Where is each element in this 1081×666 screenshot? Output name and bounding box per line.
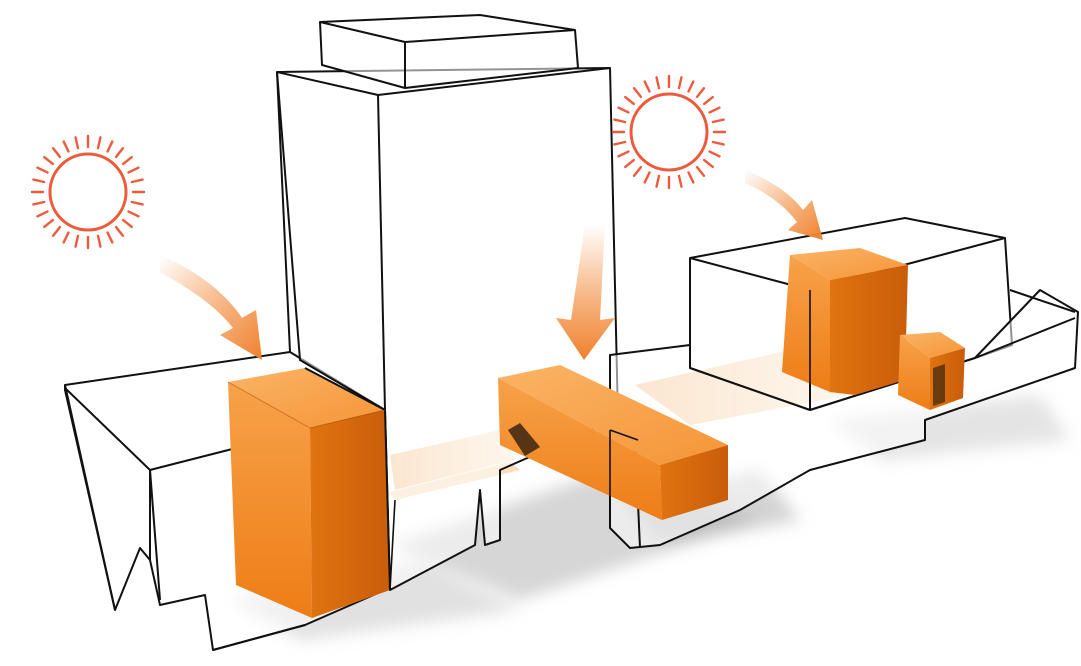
sun-ray (634, 88, 641, 97)
sun-ray (619, 152, 629, 157)
sun-ray (129, 212, 139, 217)
sun-ray (657, 176, 659, 187)
sun-ray (98, 236, 100, 247)
sun-ray (76, 137, 78, 148)
sun-ray (625, 97, 634, 104)
sun-ray (98, 137, 100, 148)
daylight-arrow (160, 255, 262, 360)
sun-ray (679, 77, 681, 88)
sun-ray (710, 152, 720, 157)
sun-disc (631, 94, 707, 170)
sun-ray (64, 142, 69, 152)
sun-ray (116, 148, 123, 157)
orange-volume-left (228, 368, 390, 618)
sun-ray (116, 227, 123, 236)
sun-ray (697, 88, 704, 97)
sun-ray (53, 148, 60, 157)
sun-ray (129, 168, 139, 173)
sun-ray (713, 120, 724, 122)
sun-ray (689, 173, 694, 183)
sun-ray (38, 168, 48, 173)
sun-ray (704, 160, 713, 167)
sun-ray (33, 202, 44, 204)
sun-ray (53, 227, 60, 236)
sun-ray (123, 157, 132, 164)
sun-ray (645, 173, 650, 183)
sun-ray (33, 180, 44, 182)
sun-ray (123, 220, 132, 227)
sun-ray (44, 220, 53, 227)
sun-ray (713, 142, 724, 144)
sun-ray (38, 212, 48, 217)
sun-ray (64, 233, 69, 243)
sun-icon (32, 136, 144, 248)
sun-ray (132, 180, 143, 182)
sun-ray (679, 176, 681, 187)
sun-ray (619, 108, 629, 113)
sun-ray (614, 142, 625, 144)
sun-ray (697, 167, 704, 176)
sun-ray (132, 202, 143, 204)
sun-ray (710, 108, 720, 113)
daylight-arrow (745, 170, 823, 240)
sun-ray (614, 120, 625, 122)
sun-ray (76, 236, 78, 247)
sun-ray (108, 233, 113, 243)
sun-ray (44, 157, 53, 164)
sun-disc (50, 154, 126, 230)
sun-ray (657, 77, 659, 88)
sun-ray (634, 167, 641, 176)
orange-volume-right-small (898, 332, 965, 410)
sun-ray (645, 82, 650, 92)
sun-ray (704, 97, 713, 104)
sun-ray (689, 82, 694, 92)
sun-icon (613, 76, 725, 188)
sun-ray (625, 160, 634, 167)
sun-ray (108, 142, 113, 152)
